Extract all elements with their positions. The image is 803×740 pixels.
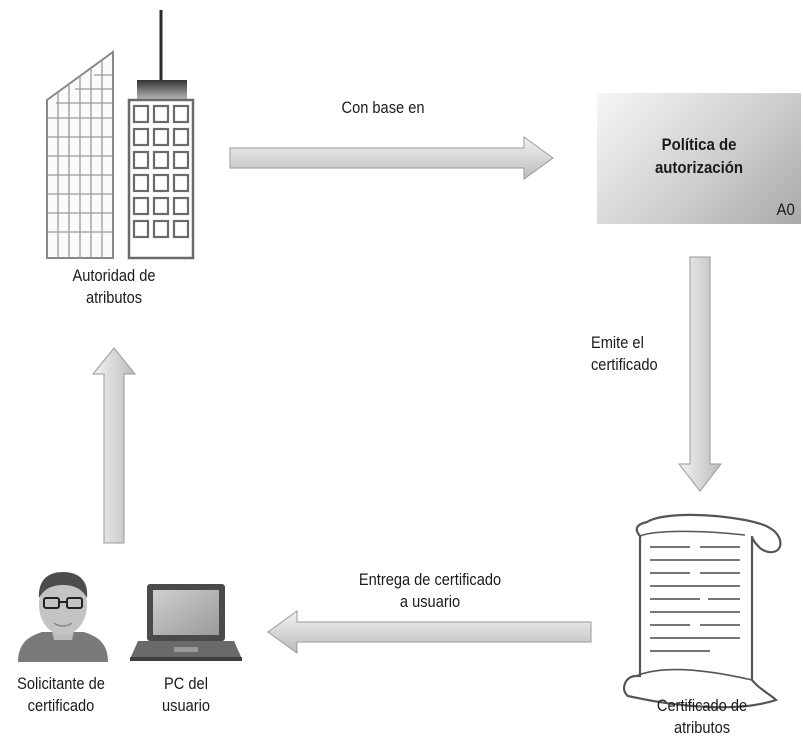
edge-label-based-on: Con base en — [341, 98, 425, 117]
policy-title-line1: Política de — [661, 135, 737, 154]
arrow-requester-to-authority — [91, 347, 137, 544]
building-icon — [46, 10, 195, 260]
attribute-certificate-label-line1: Certificado de — [656, 696, 748, 715]
user-pc-label-line2: usuario — [162, 696, 210, 715]
attribute-authority-label: Autoridad de atributos — [62, 265, 165, 309]
arrow-based-on — [229, 136, 554, 180]
attribute-authority-label-line2: atributos — [85, 288, 143, 307]
delivers-to-user-line1: Entrega de certificado — [358, 570, 502, 589]
requester-label: Solicitante de certificado — [9, 673, 114, 717]
attribute-certificate-label-line2: atributos — [673, 718, 731, 737]
laptop-icon — [130, 584, 242, 661]
user-pc-label-line1: PC del — [164, 674, 208, 693]
requester-label-line2: certificado — [27, 696, 95, 715]
edge-label-delivers-to-user: Entrega de certificado a usuario — [344, 569, 516, 613]
attribute-authority-label-line1: Autoridad de — [72, 266, 156, 285]
issues-certificate-line1: Emite el — [591, 333, 644, 352]
policy-code: A0 — [776, 200, 795, 219]
arrow-delivers-to-user — [267, 610, 592, 654]
attribute-certificate-label: Certificado de atributos — [638, 695, 767, 739]
issues-certificate-line2: certificado — [591, 355, 658, 374]
edge-label-issues-certificate: Emite el certificado — [591, 332, 677, 376]
user-pc-label: PC del usuario — [143, 673, 229, 717]
arrow-issues-certificate — [677, 256, 723, 492]
policy-title-line2: autorización — [654, 158, 744, 177]
person-icon — [18, 572, 108, 662]
requester-label-line1: Solicitante de — [17, 674, 105, 693]
delivers-to-user-line2: a usuario — [399, 592, 461, 611]
scroll-document-icon — [623, 513, 782, 709]
authorization-policy-title: Política de autorización — [609, 133, 789, 179]
authorization-policy-box: Política de autorización A0 — [597, 93, 801, 224]
